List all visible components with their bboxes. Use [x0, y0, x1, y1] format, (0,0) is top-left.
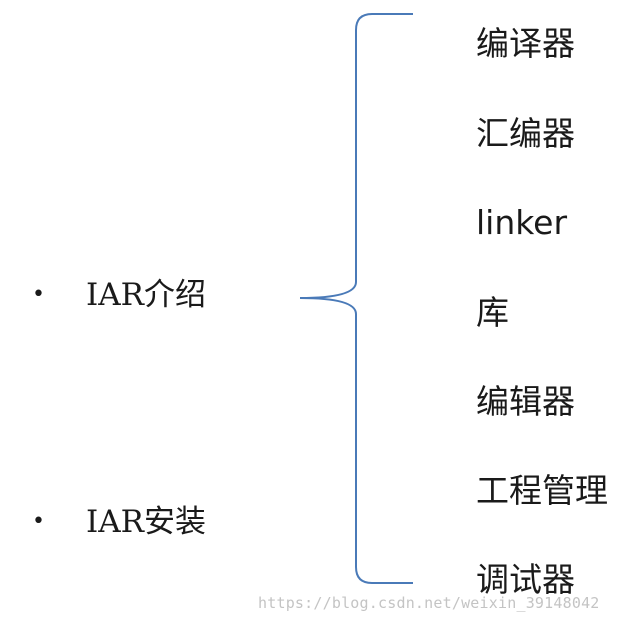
component-editor: 编辑器: [476, 382, 575, 421]
topic-intro-label: IAR介绍: [86, 277, 206, 313]
component-assembler: 汇编器: [476, 114, 575, 153]
topic-install-label: IAR安装: [86, 504, 206, 540]
component-project-management: 工程管理: [476, 471, 608, 510]
component-compiler: 编译器: [476, 24, 575, 63]
component-linker: linker: [476, 203, 568, 242]
bullet-dot: •: [32, 509, 45, 534]
bullet-dot: •: [32, 282, 45, 307]
watermark: https://blog.csdn.net/weixin_39148042: [258, 594, 600, 612]
component-library: 库: [476, 293, 509, 332]
component-debugger: 调试器: [476, 560, 575, 599]
